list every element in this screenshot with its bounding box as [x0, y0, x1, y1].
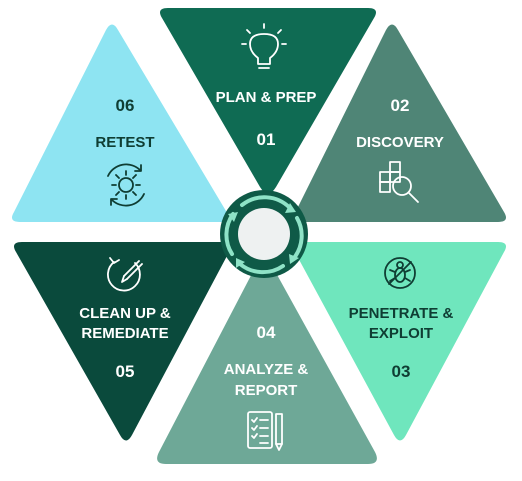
step-03-number: 03: [392, 362, 411, 381]
step-06-number: 06: [116, 96, 135, 115]
step-02-number: 02: [391, 96, 410, 115]
step-01-number: 01: [257, 130, 276, 149]
step-05-title-line-2: REMEDIATE: [81, 325, 168, 342]
step-03-penetrate-exploit-triangle: [294, 242, 506, 441]
bug-blocked-icon: [384, 257, 416, 289]
step-05-clean-up-remediate-triangle: [14, 242, 230, 441]
step-04-title-line-1: ANALYZE &: [224, 361, 309, 378]
step-03-title-line-1: PENETRATE &: [349, 305, 454, 322]
checklist-pencil-icon: [247, 411, 283, 451]
step-05-number: 05: [116, 362, 135, 381]
refresh-pencil-icon: [107, 257, 143, 292]
step-04-number: 04: [257, 323, 276, 342]
center-cycle-icon: [220, 190, 308, 278]
step-05-title-line-1: CLEAN UP &: [79, 305, 171, 322]
step-06-retest-triangle: [12, 24, 228, 222]
lightbulb-icon: [241, 23, 287, 69]
step-02-title: DISCOVERY: [356, 134, 444, 151]
step-01-plan-prep-triangle: [160, 8, 376, 194]
step-03-title-line-2: EXPLOIT: [369, 325, 433, 342]
step-02-discovery-triangle: [293, 24, 506, 222]
step-04-analyze-report-triangle: [157, 256, 377, 464]
step-01-title: PLAN & PREP: [216, 89, 317, 106]
puzzle-magnifier-icon: [379, 161, 419, 203]
step-06-title: RETEST: [95, 134, 154, 151]
step-04-title-line-2: REPORT: [235, 382, 298, 399]
gear-cycle-icon: [107, 163, 145, 207]
